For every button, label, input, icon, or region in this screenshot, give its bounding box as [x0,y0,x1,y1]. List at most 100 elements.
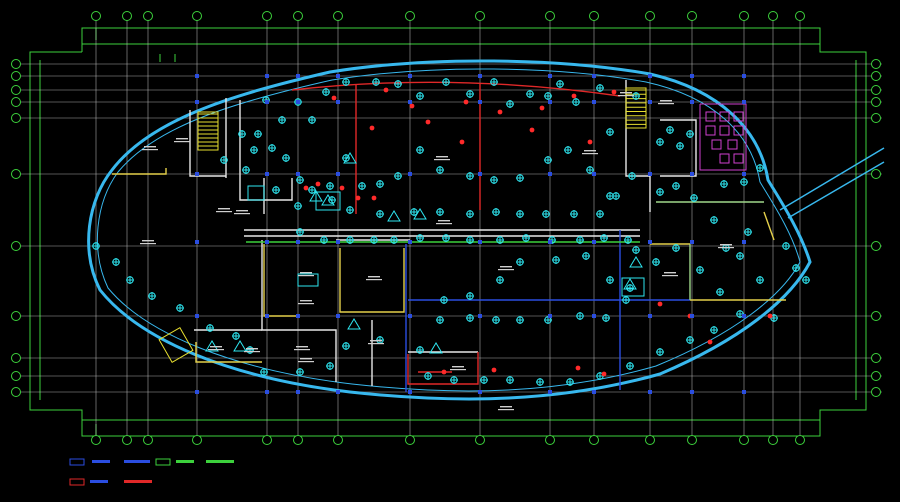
room-tag [662,275,678,277]
device-symbol [394,80,402,88]
column [336,100,340,104]
device-symbol [596,84,604,92]
device-symbol [576,312,584,320]
device-symbol [238,130,246,138]
axis-bubble-top [795,11,805,21]
device-symbol [792,264,800,272]
fixture [733,111,744,122]
device-symbol [466,292,474,300]
restroom-fixtures [699,103,747,171]
door-swing [623,278,637,290]
axis-bubble-right [871,371,881,381]
column [548,314,552,318]
door-swing [629,256,643,268]
room-tag [368,343,384,345]
column [690,100,694,104]
column [195,314,199,318]
device-symbol [268,144,276,152]
column [690,390,694,394]
device-symbol [782,242,790,250]
device-symbol [242,166,250,174]
door-swing [429,342,443,354]
fixture [727,139,738,150]
device-symbol-red [383,87,389,93]
column [592,74,596,78]
device-symbol [710,326,718,334]
legend-item-1 [69,458,150,466]
device-symbol [450,376,458,384]
room-tag [500,406,512,408]
device-symbols-cyan [92,78,810,386]
device-symbol [442,234,450,242]
room-tag [144,146,156,148]
device-symbol [466,314,474,322]
device-symbol [496,236,504,244]
device-symbol [556,80,564,88]
dimension-frame [29,27,867,437]
room-tag [664,272,676,274]
device-symbol [544,92,552,100]
fixture [719,125,730,136]
device-symbol [536,378,544,386]
device-symbol [516,316,524,324]
device-symbol [582,252,590,260]
device-symbol [376,210,384,218]
legend-item-2 [155,458,234,466]
device-symbol [320,236,328,244]
column [690,314,694,318]
axis-bubble-right [871,387,881,397]
column [592,172,596,176]
axis-bubble-top [91,11,101,21]
device-symbol [466,210,474,218]
axis-bubble-bottom [293,435,303,445]
axis-bubble-bottom [122,435,132,445]
device-symbol [296,368,304,376]
device-symbol-red [657,301,663,307]
device-symbol [342,154,350,162]
device-symbol [278,116,286,124]
column [296,100,300,104]
axis-bubble-left [11,85,21,95]
axis-bubble-right [871,59,881,69]
device-symbol [416,92,424,100]
axis-bubble-right [871,169,881,179]
stair-treads [198,89,646,147]
device-symbol [436,316,444,324]
room-tag [450,369,466,371]
legend [69,458,234,486]
device-symbol [442,78,450,86]
device-symbol [260,368,268,376]
column [478,240,482,244]
column [742,100,746,104]
device-symbol [342,78,350,86]
device-symbol [552,256,560,264]
room-tag [246,348,258,350]
column [265,100,269,104]
device-symbol-red [539,105,545,111]
axis-bubble-bottom [768,435,778,445]
axis-bubble-left [11,97,21,107]
column [548,100,552,104]
fixture [733,153,744,164]
legend-item-3 [69,478,152,486]
axis-bubble-bottom [739,435,749,445]
column [592,314,596,318]
device-symbol [624,236,632,244]
room-tag [298,303,314,305]
room-tag [300,358,312,360]
room-tag [300,272,312,274]
room-tag [216,211,232,213]
door-swing [233,340,247,352]
device-symbol-red [459,139,465,145]
column [265,240,269,244]
room-tag [298,275,314,277]
axis-bubble-top [687,11,697,21]
axis-bubble-right [871,353,881,363]
device-symbol [492,208,500,216]
axis-bubble-left [11,353,21,363]
column [408,390,412,394]
column [742,314,746,318]
device-symbol [370,236,378,244]
device-symbol [390,236,398,244]
device-symbol [492,316,500,324]
